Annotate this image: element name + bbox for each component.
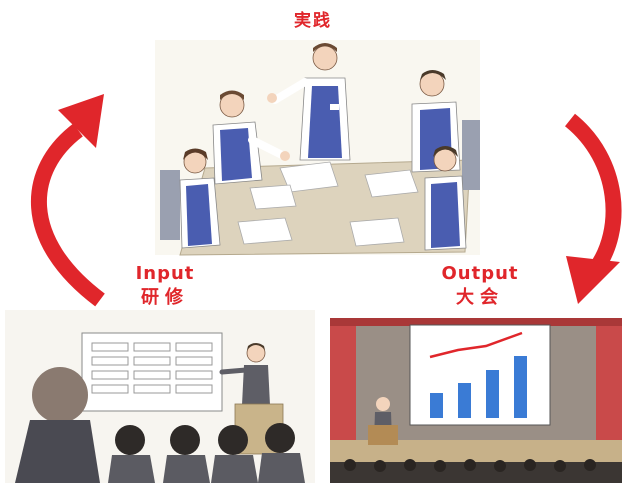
practice-label: 実践 xyxy=(294,11,332,31)
cycle-arrow-left-icon xyxy=(31,94,105,307)
training-illustration xyxy=(5,310,315,483)
cycle-arrow-right-icon xyxy=(564,113,622,304)
stage-illustration xyxy=(330,318,622,483)
meeting-illustration xyxy=(155,40,480,256)
output-label-jp: 大会 xyxy=(456,287,504,308)
output-label-en: Output xyxy=(441,263,519,284)
input-label-en: Input xyxy=(135,263,195,284)
output-label: Output 大会 xyxy=(420,262,540,310)
input-label-jp: 研修 xyxy=(141,287,189,308)
input-label: Input 研修 xyxy=(110,262,220,310)
stage-chart xyxy=(429,331,527,418)
